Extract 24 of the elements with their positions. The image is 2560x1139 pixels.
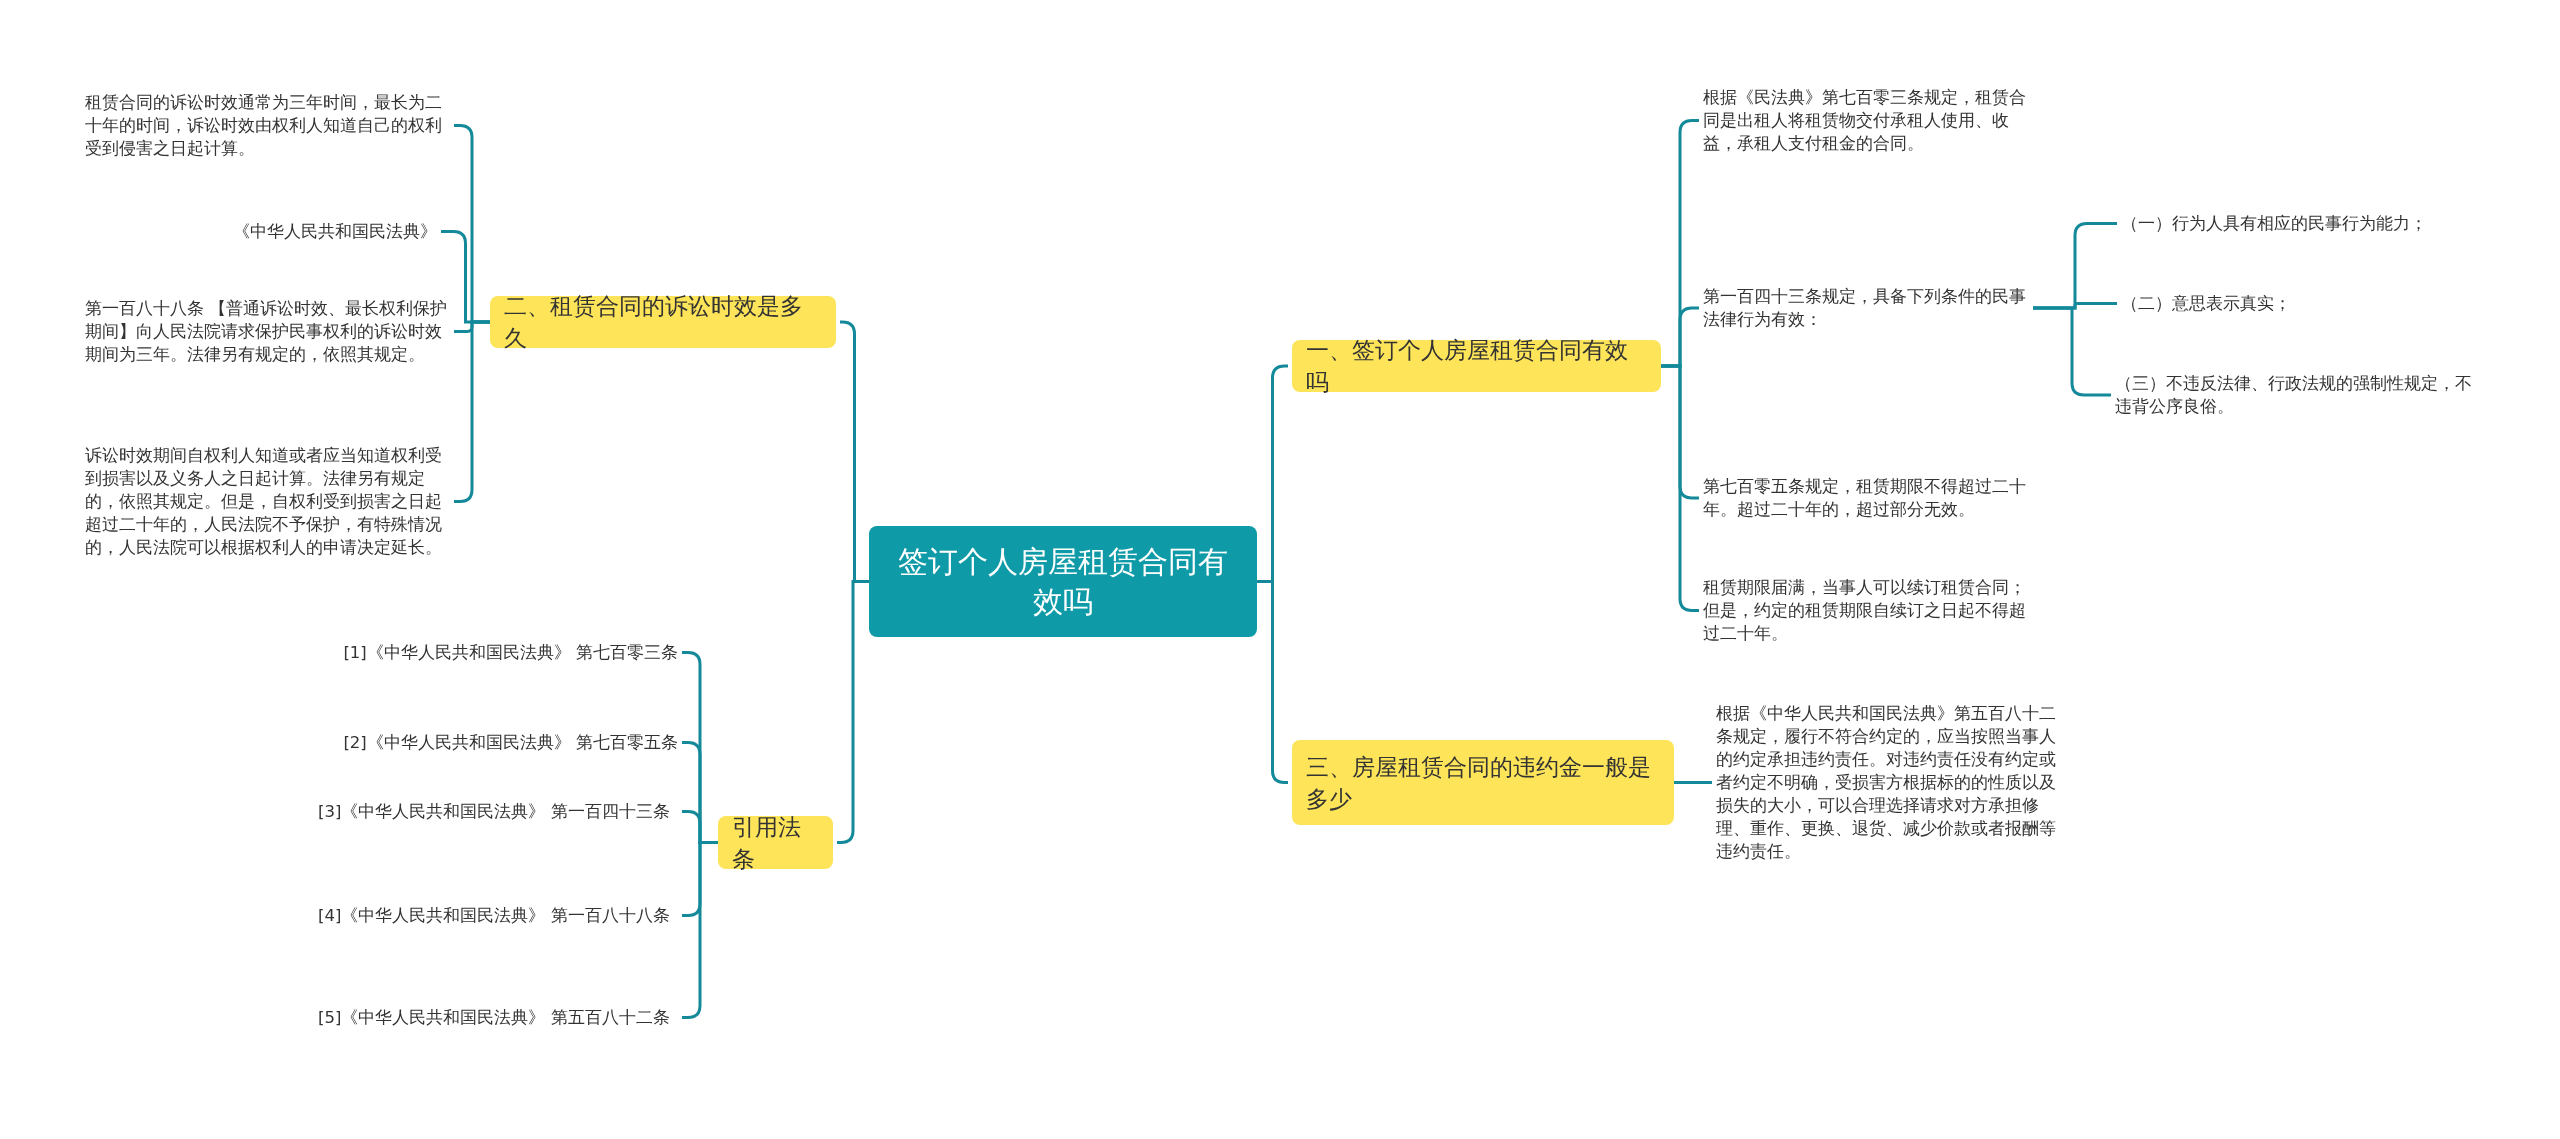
note-text: 诉讼时效期间自权利人知道或者应当知道权利受到损害以及义务人之日起计算。法律另有规定的，依照其规定。但是，自权利受到损害之日起超过二十年的，人民法院不予保护，有特殊情况的，人民法院可以根据权利人的申请决定延长。 bbox=[85, 444, 450, 559]
note-text: 租赁合同的诉讼时效通常为三年时间，最长为二十年的时间，诉讼时效由权利人知道自己的权利受到侵害之日起计算。 bbox=[85, 91, 450, 160]
note-text: [3]《中华人民共和国民法典》 第一百四十三条 bbox=[318, 800, 678, 823]
note-text: （三）不违反法律、行政法规的强制性规定，不违背公序良俗。 bbox=[2115, 372, 2480, 418]
note-text: （二）意思表示真实； bbox=[2121, 292, 2501, 315]
note-text: 根据《民法典》第七百零三条规定，租赁合同是出租人将租赁物交付承租人使用、收益，承租人支付租金的合同。 bbox=[1703, 86, 2033, 155]
connector-line bbox=[2033, 306, 2111, 397]
topic-box: 三、房屋租赁合同的违约金一般是多少 bbox=[1292, 740, 1674, 825]
note-text: 《中华人民共和国民法典》 bbox=[233, 220, 437, 243]
topic-box: 引用法条 bbox=[718, 816, 833, 869]
central-topic-box: 签订个人房屋租赁合同有效吗 bbox=[869, 526, 1257, 637]
note-text: [1]《中华人民共和国民法典》 第七百零三条 bbox=[343, 641, 678, 664]
note-text: （一）行为人具有相应的民事行为能力； bbox=[2121, 212, 2501, 235]
topic-box: 一、签订个人房屋租赁合同有效吗 bbox=[1292, 340, 1661, 392]
note-text: [2]《中华人民共和国民法典》 第七百零五条 bbox=[343, 731, 678, 754]
note-text: [4]《中华人民共和国民法典》 第一百八十八条 bbox=[318, 904, 678, 927]
note-text: 第七百零五条规定，租赁期限不得超过二十年。超过二十年的，超过部分无效。 bbox=[1703, 475, 2033, 521]
connector-line bbox=[1674, 781, 1712, 784]
topic-box: 二、租赁合同的诉讼时效是多久 bbox=[490, 296, 836, 348]
note-text: 租赁期限届满，当事人可以续订租赁合同；但是，约定的租赁期限自续订之日起不得超过二十年。 bbox=[1703, 576, 2033, 645]
note-text: [5]《中华人民共和国民法典》 第五百八十二条 bbox=[318, 1006, 678, 1029]
note-text: 第一百八十八条 【普通诉讼时效、最长权利保护期间】向人民法院请求保护民事权利的诉讼时效期间为三年。法律另有规定的，依照其规定。 bbox=[85, 297, 450, 366]
note-text: 根据《中华人民共和国民法典》第五百八十二条规定，履行不符合约定的，应当按照当事人的约定承担违约责任。对违约责任没有约定或者约定不明确，受损害方根据标的的性质以及损失的大小，可以合理选择请求对方承担修理、重作、更换、退货、减少价款或者报酬等违约责任。 bbox=[1716, 702, 2061, 863]
note-text: 第一百四十三条规定，具备下列条件的民事法律行为有效： bbox=[1703, 285, 2033, 331]
